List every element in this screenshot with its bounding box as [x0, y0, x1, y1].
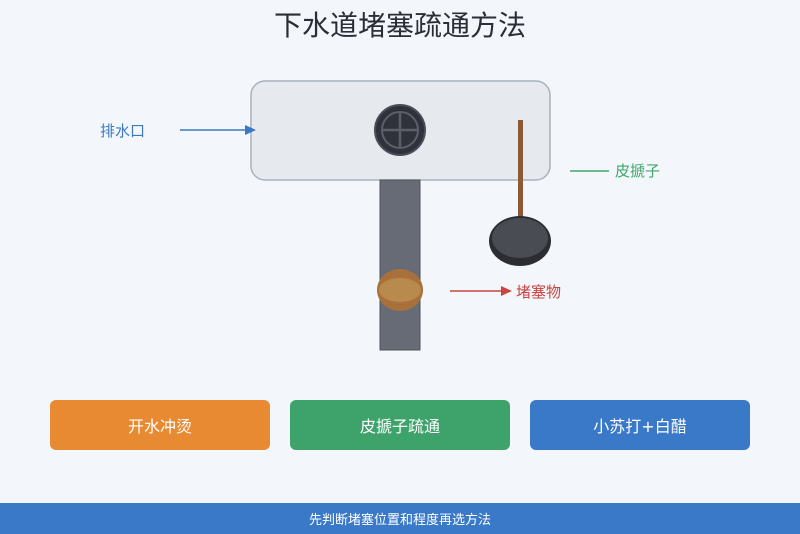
drain-grate-icon	[374, 104, 426, 156]
drain-pipe	[379, 179, 421, 351]
clog-arrow	[450, 286, 512, 296]
footer-tip: 先判断堵塞位置和程度再选方法	[0, 503, 800, 534]
boiling-water-method-button[interactable]: 开水冲烫	[50, 400, 270, 450]
clog-object	[377, 269, 423, 311]
drain-label: 排水口	[100, 122, 146, 140]
plunger-method-button[interactable]: 皮搋子疏通	[290, 400, 510, 450]
plunger-label: 皮搋子	[615, 162, 661, 180]
baking-soda-vinegar-method-button[interactable]: 小苏打+白醋	[530, 400, 750, 450]
page-title: 下水道堵塞疏通方法	[273, 9, 526, 42]
drain-arrow	[180, 125, 256, 135]
clog-label: 堵塞物	[516, 283, 562, 301]
plunger-icon	[489, 120, 551, 266]
